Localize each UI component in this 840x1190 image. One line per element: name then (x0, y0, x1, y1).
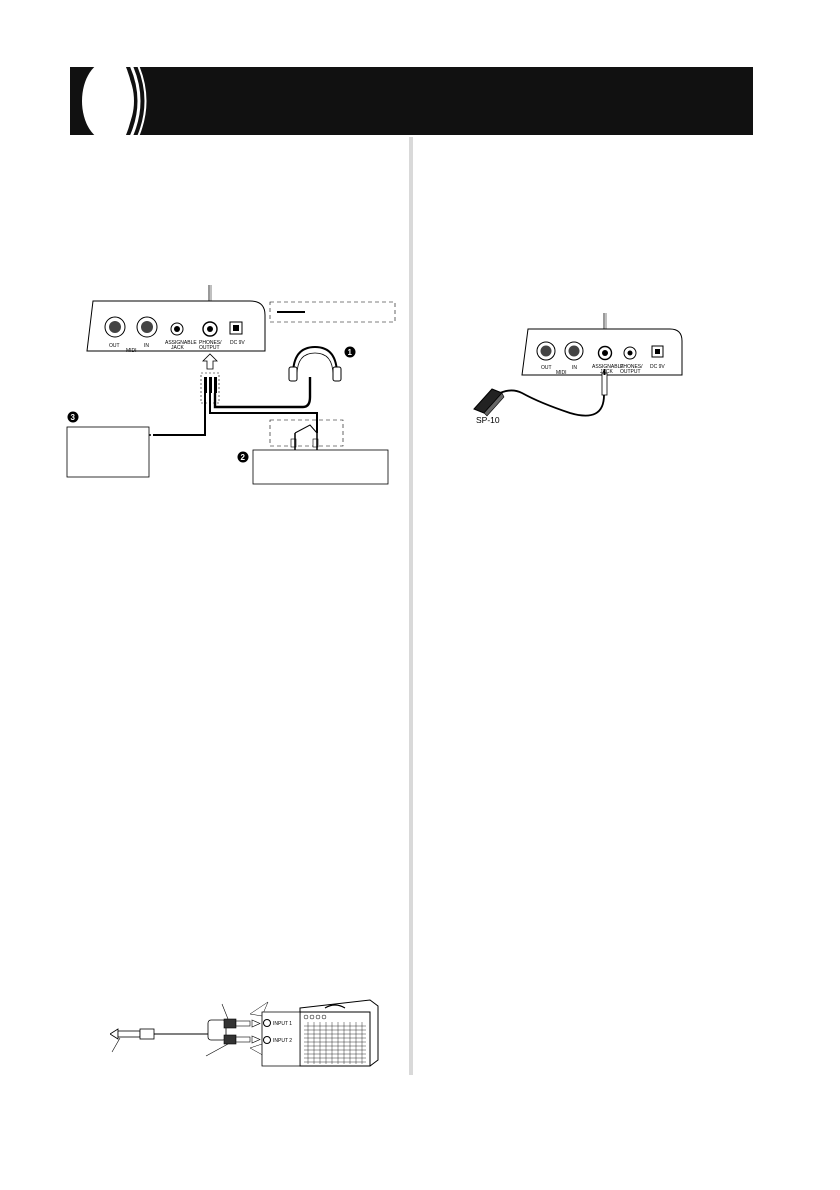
callout-1: 1 (348, 348, 353, 357)
label-assignable-small: ASSIGNABLE (592, 364, 624, 370)
headphones-icon (288, 345, 342, 382)
label-phones: PHONES/ (199, 340, 222, 346)
rear-panel: OUT IN MIDI ASSIGNABLE JACK PHONES/ OUTP… (86, 300, 266, 354)
input-2-label: INPUT 2 (273, 1038, 292, 1044)
label-assignable-sub: JACK (171, 345, 184, 351)
rear-panel-small: OUT IN MIDI ASSIGNABLE JACK PHONES/ OUTP… (521, 328, 683, 376)
pedal-label: SP-10 (476, 415, 500, 423)
column-divider (409, 137, 413, 1075)
label-midi-small: MIDI (556, 370, 567, 376)
input-1-label: INPUT 1 (273, 1021, 292, 1027)
pedal-diagram: OUT IN MIDI ASSIGNABLE JACK PHONES/ OUTP… (470, 313, 695, 423)
up-arrow-icon (202, 353, 218, 370)
label-midi-in-small: IN (572, 365, 577, 371)
label-midi-out-small: OUT (541, 365, 552, 371)
callout-2: 2 (241, 453, 246, 462)
audio-device-box (66, 426, 150, 478)
label-assignable: ASSIGNABLE (165, 340, 197, 346)
header-decoration (70, 61, 753, 141)
label-dc-small: DC 9V (650, 364, 665, 370)
label-assignable-sub-small: JACK (600, 369, 613, 375)
label-midi: MIDI (126, 348, 137, 354)
arrow-left-icon (110, 1028, 119, 1040)
label-phones-sub: OUTPUT (199, 345, 220, 351)
label-phones-sub-small: OUTPUT (620, 369, 641, 375)
page-header-bar (70, 61, 753, 141)
label-midi-out: OUT (109, 343, 120, 349)
callout-3: 3 (71, 413, 76, 422)
connection-diagram: OUT IN MIDI ASSIGNABLE JACK PHONES/ OUTP… (65, 285, 400, 485)
amplifier-cabinet (261, 999, 379, 1067)
label-dc: DC 9V (230, 340, 245, 346)
pedal-icon (473, 388, 505, 417)
label-phones-small: PHONES/ (620, 364, 643, 370)
amp-diagram: INPUT 1 INPUT 2 (110, 998, 380, 1068)
label-midi-in: IN (144, 343, 149, 349)
legend-box (269, 301, 396, 323)
amplifier-box (252, 449, 389, 485)
